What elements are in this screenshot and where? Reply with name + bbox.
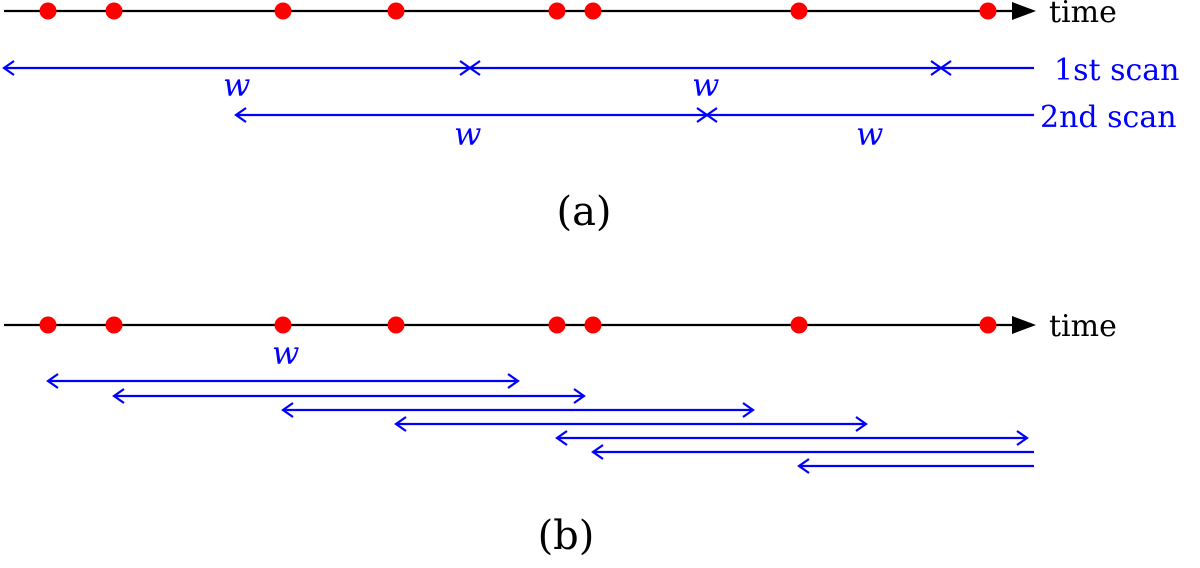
window-end-arrow (742, 402, 755, 418)
time-axis-label: time (1049, 309, 1117, 344)
event-dot (584, 2, 602, 20)
event-dot (548, 316, 566, 334)
event-dot (39, 316, 57, 334)
event-dot (548, 2, 566, 20)
event-dot (387, 316, 405, 334)
panel-a-label: (a) (556, 189, 611, 235)
sliding-windows (46, 373, 1034, 474)
first-scan-windows: w w (2, 60, 1034, 104)
event-dot (790, 2, 808, 20)
panel-b: time w (b) (4, 309, 1117, 559)
event-dot (790, 316, 808, 334)
window-width-label: w (454, 115, 481, 153)
window-boundary-marker (705, 107, 718, 123)
event-markers (39, 316, 997, 334)
event-dot (105, 316, 123, 334)
window-left-arrow (234, 107, 247, 123)
first-scan-label: 1st scan (1054, 53, 1179, 88)
event-markers (39, 2, 997, 20)
window-width-label: w (692, 66, 719, 104)
window-boundary-marker (939, 60, 952, 76)
window-end-arrow (1016, 430, 1029, 446)
window-start-arrow (797, 458, 810, 474)
event-dot (274, 316, 292, 334)
panel-a: time w w 1st scan w w 2nd scan (a) (2, 0, 1179, 235)
event-dot (274, 2, 292, 20)
window-start-arrow (555, 430, 568, 446)
window-end-arrow (573, 388, 586, 404)
time-axis-label: time (1049, 0, 1117, 30)
window-width-label: w (223, 66, 250, 104)
event-dot (979, 2, 997, 20)
window-width-label: w (272, 334, 299, 372)
window-start-arrow (112, 388, 125, 404)
window-start-arrow (591, 444, 604, 460)
event-dot (584, 316, 602, 334)
event-dot (39, 2, 57, 20)
event-dot (387, 2, 405, 20)
window-width-label: w (856, 115, 883, 153)
window-boundary-marker (468, 60, 481, 76)
window-end-arrow (507, 373, 520, 389)
window-left-arrow (2, 60, 15, 76)
event-dot (105, 2, 123, 20)
event-dot (979, 316, 997, 334)
panel-b-label: (b) (538, 513, 595, 559)
window-end-arrow (855, 416, 868, 432)
time-axis-arrowhead (1012, 316, 1036, 334)
window-start-arrow (46, 373, 59, 389)
second-scan-label: 2nd scan (1040, 100, 1177, 135)
window-start-arrow (394, 416, 407, 432)
time-axis-arrowhead (1012, 2, 1036, 20)
window-start-arrow (281, 402, 294, 418)
second-scan-windows: w w (234, 107, 1034, 153)
